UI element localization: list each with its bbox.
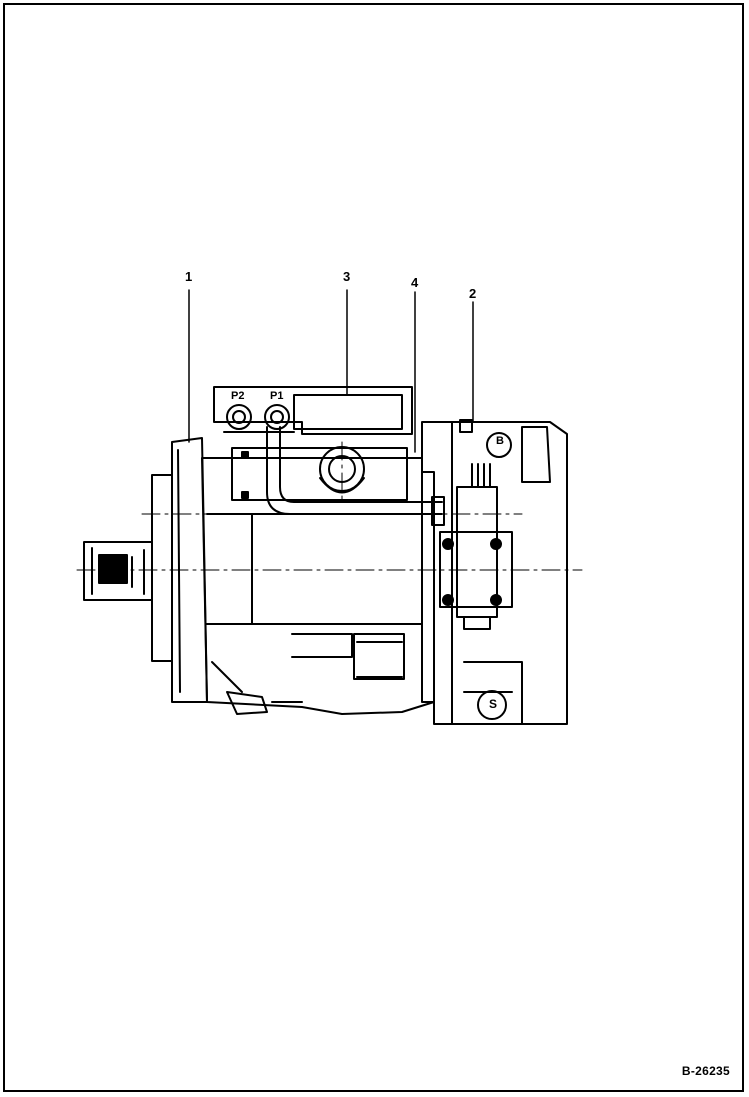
pump-housing — [201, 457, 435, 715]
port-label-p2: P2 — [231, 390, 245, 402]
port-label-s: S — [489, 697, 498, 711]
centerlines — [76, 441, 583, 571]
hydraulic-pump-drawing — [76, 289, 583, 725]
port-circles — [477, 432, 512, 720]
callout-3: 3 — [343, 269, 351, 284]
top-plate — [231, 446, 408, 501]
port-label-p1: P1 — [270, 390, 284, 402]
port-label-b: B — [496, 435, 504, 447]
figure-id: B-26235 — [681, 1064, 730, 1078]
figure-frame: P2 P1 B S 1 3 4 2 B-26235 — [3, 3, 744, 1092]
leader-lines — [188, 289, 474, 453]
control-valve-block — [213, 386, 413, 435]
callout-4: 4 — [411, 275, 419, 290]
callout-1: 1 — [185, 269, 193, 284]
drive-shaft — [83, 541, 153, 601]
pressure-compensator — [431, 463, 513, 630]
callout-2: 2 — [469, 286, 477, 301]
rear-port-plate — [421, 419, 568, 725]
